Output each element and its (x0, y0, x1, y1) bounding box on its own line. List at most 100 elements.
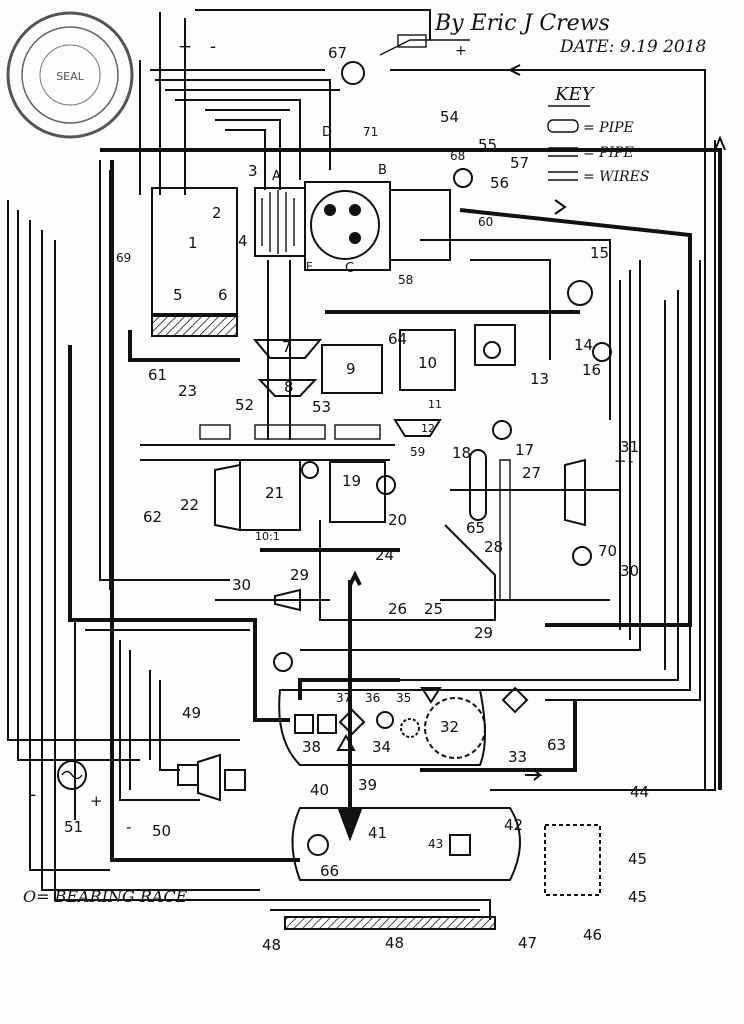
letter-c: C (345, 261, 354, 276)
pulley-22 (214, 463, 241, 532)
component-10-box (399, 329, 456, 391)
part-45a: 45 (628, 850, 647, 868)
box-label-9: 9 (346, 360, 356, 378)
part-46: 46 (583, 926, 602, 944)
part-34: 34 (372, 738, 391, 756)
plus-51: + (90, 792, 103, 810)
part-13: 13 (530, 370, 549, 388)
part-59: 59 (410, 445, 425, 459)
part-42: 42 (504, 816, 523, 834)
part-58: 58 (398, 273, 413, 287)
plus-67: + (455, 43, 467, 59)
part-48b: 48 (385, 934, 404, 952)
minus-50: - (126, 818, 131, 836)
part-70: 70 (598, 542, 617, 560)
chamber-32 (424, 697, 486, 759)
box-label-21: 21 (265, 484, 284, 502)
key-title: KEY (554, 84, 596, 105)
minus-31: - (628, 452, 633, 470)
part-27: 27 (522, 464, 541, 482)
part-15: 15 (590, 244, 609, 262)
component-24-housing (319, 520, 496, 621)
device-45 (544, 824, 601, 896)
part-12: 12 (421, 422, 435, 435)
part-32: 32 (440, 718, 459, 736)
terminal-67 (341, 61, 365, 85)
spring-coupling-29 (274, 588, 301, 612)
part-7: 7 (282, 338, 292, 356)
pipe-network (68, 148, 722, 862)
part-33: 33 (508, 748, 527, 766)
notary-stamp: SEAL (6, 11, 134, 139)
part-23: 23 (178, 382, 197, 400)
cone-8 (257, 379, 318, 397)
box-label-24: 24 (375, 546, 394, 564)
part-45b: 45 (628, 888, 647, 906)
plus-31: + (614, 452, 627, 470)
part-49: 49 (182, 704, 201, 722)
tank-42 (291, 807, 521, 881)
part-57: 57 (510, 154, 529, 172)
part-40: 40 (310, 781, 329, 799)
date-text: DATE: 9.19 2018 (559, 37, 707, 57)
part-54: 54 (440, 108, 459, 126)
part-47: 47 (518, 934, 537, 952)
part-50: 50 (152, 822, 171, 840)
component-68-housing (389, 189, 451, 261)
wiring-harness (7, 9, 716, 920)
key-item-2: = PIPE (583, 145, 634, 161)
part-2: 2 (212, 204, 222, 222)
terminal-14 (592, 342, 612, 362)
chain-27 (499, 459, 511, 601)
part-56: 56 (490, 174, 509, 192)
main-shaft (140, 444, 395, 461)
part-63: 63 (547, 736, 566, 754)
stamp-text: SEAL (56, 70, 84, 83)
terminal-70 (572, 546, 592, 566)
key-item-3: = WIRES (583, 169, 649, 185)
letter-e: E (306, 260, 313, 273)
part-39: 39 (358, 776, 377, 794)
part-4: 4 (238, 232, 248, 250)
polarity-signs: + - + - + - + - (30, 37, 633, 836)
author-signature: By Eric J Crews (434, 11, 610, 36)
part-38: 38 (302, 738, 321, 756)
part-18: 18 (452, 444, 471, 462)
key-item-1: = PIPE (583, 120, 634, 136)
letter-labels: A B C D E (272, 125, 387, 276)
part-6: 6 (218, 286, 228, 304)
manifold-33 (278, 689, 486, 766)
box-label-10: 10 (418, 354, 437, 372)
minus-top: - (210, 37, 216, 57)
component-13-box (474, 324, 516, 366)
part-20: 20 (388, 511, 407, 529)
part-71: 71 (363, 125, 378, 139)
part-31: 31 (620, 438, 639, 456)
part-53: 53 (312, 398, 331, 416)
part-labels: O= BEARING RACE 2 3 4 5 6 7 8 11 12 13 1… (23, 44, 649, 954)
part-62: 62 (143, 508, 162, 526)
pulley-31 (564, 458, 586, 527)
part-48a: 48 (262, 936, 281, 954)
part-30a: 30 (232, 576, 251, 594)
component-b-housing (304, 181, 391, 271)
box-label-19: 19 (342, 472, 361, 490)
plus-top: + (178, 37, 192, 57)
part-17: 17 (515, 441, 534, 459)
part-36: 36 (365, 691, 380, 705)
part-11: 11 (428, 398, 442, 411)
part-43: 43 (428, 837, 443, 851)
part-37: 37 (336, 691, 351, 705)
part-52: 52 (235, 396, 254, 414)
part-55: 55 (478, 136, 497, 154)
letter-b: B (378, 163, 387, 178)
component-5-hatched (151, 313, 238, 337)
part-16: 16 (582, 361, 601, 379)
part-41: 41 (368, 824, 387, 842)
part-3: 3 (248, 162, 258, 180)
component-19-box (329, 461, 386, 523)
part-44: 44 (630, 783, 649, 801)
plate-47 (284, 916, 496, 930)
